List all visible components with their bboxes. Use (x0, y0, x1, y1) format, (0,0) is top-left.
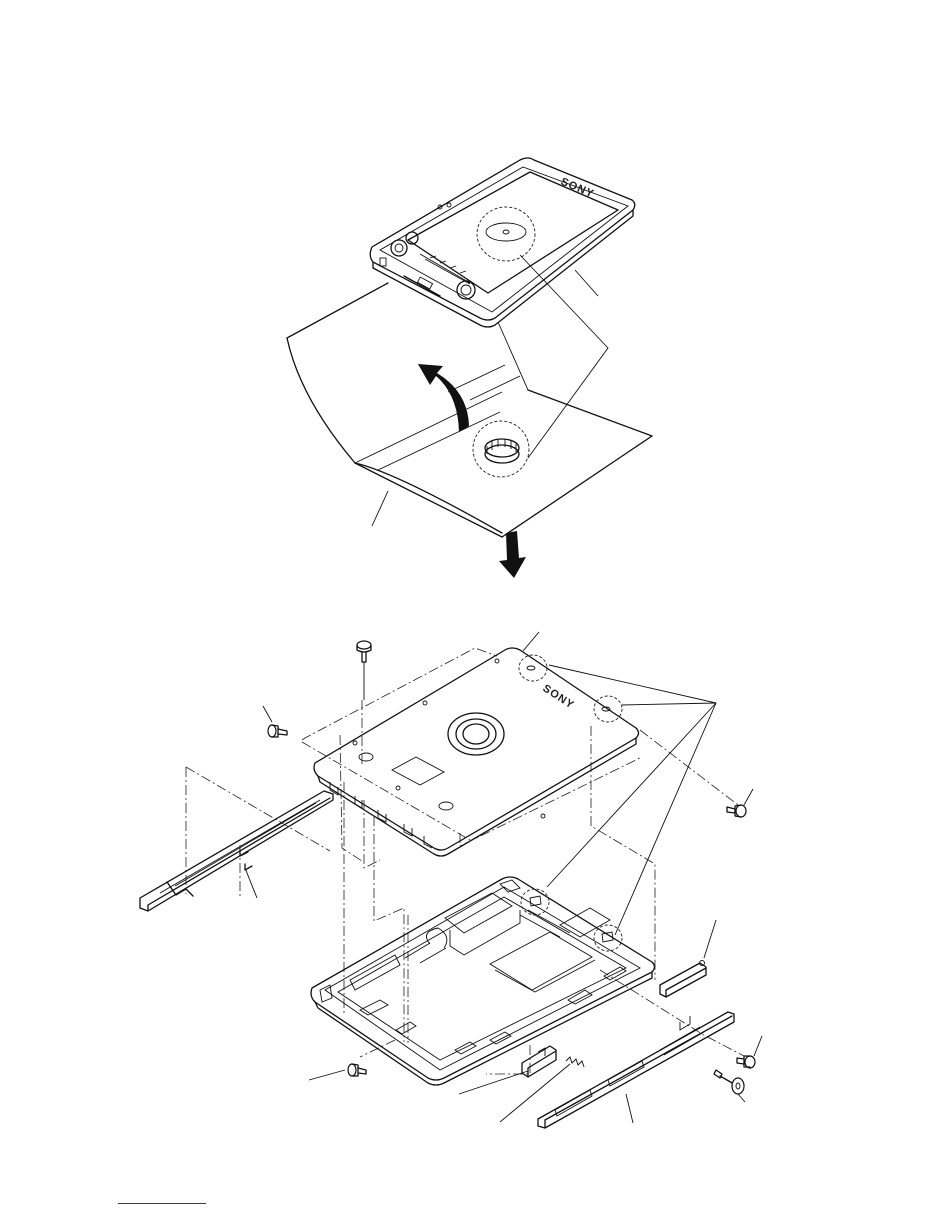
arrow-curved-icon (418, 364, 469, 432)
lower-cabinet (310, 876, 656, 1086)
sheet-hub-detail (472, 420, 530, 478)
upper-cabinet-lid: SONY (313, 647, 640, 857)
spring-part (565, 1056, 585, 1068)
lid-sony-logo: SONY (540, 682, 576, 711)
left-side-rail (139, 790, 334, 912)
footer-link-underline[interactable] (118, 1203, 206, 1205)
protective-sheet (286, 282, 653, 538)
washer-icon (731, 1077, 746, 1103)
side-button (659, 960, 707, 998)
screen-detail-circle (476, 206, 536, 262)
device-sony-logo: SONY (559, 176, 596, 201)
device-buttons (379, 202, 476, 300)
slider-knob (521, 1045, 557, 1078)
alignment-lines (185, 647, 745, 1075)
arrow-down-icon (499, 531, 526, 578)
screw-icon (262, 640, 763, 1085)
right-side-rail (537, 1011, 735, 1129)
handheld-device: SONY (369, 157, 636, 328)
